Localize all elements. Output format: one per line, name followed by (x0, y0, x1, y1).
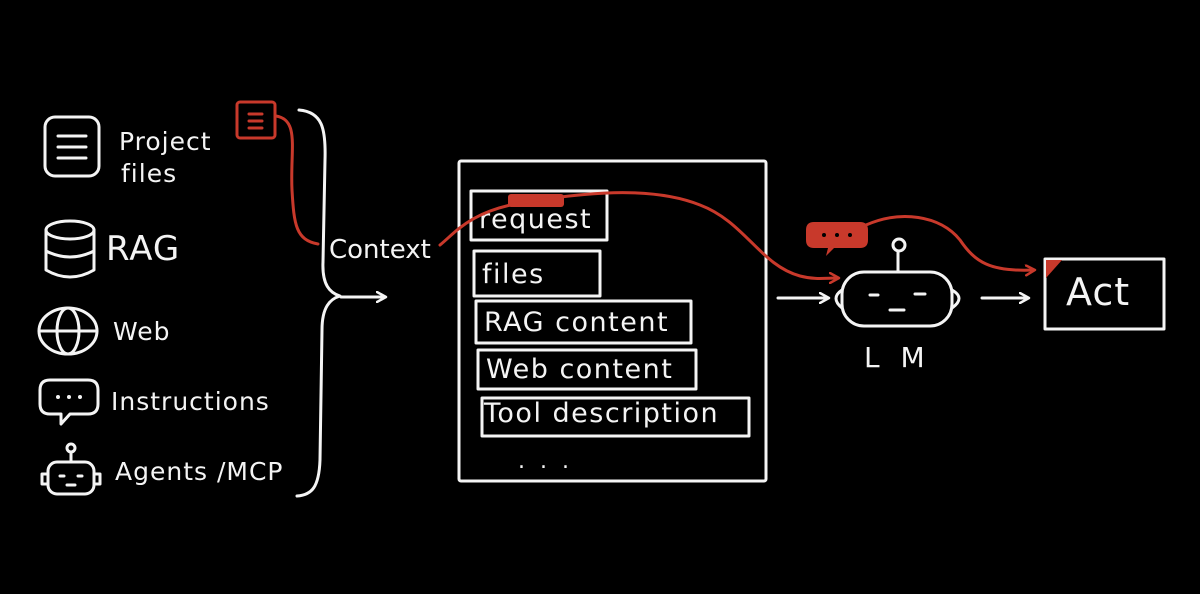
slot-files: files (482, 259, 545, 290)
globe-icon (37, 306, 99, 356)
robot-lm-icon (834, 237, 961, 328)
source-agents-mcp: Agents /MCP (115, 457, 284, 486)
source-project-files-line1: Project (119, 127, 212, 156)
slot-ellipsis: . . . (518, 449, 573, 474)
act-box (1043, 257, 1166, 331)
red-document-icon (235, 100, 277, 140)
speech-bubble-icon (38, 378, 100, 426)
source-web: Web (113, 317, 171, 346)
lm-label: L M (864, 341, 931, 374)
slot-tool-box (480, 396, 751, 438)
robot-small-icon (40, 442, 102, 496)
red-document-link (274, 114, 320, 246)
act-corner-mark (1046, 260, 1062, 278)
sources-brace (295, 108, 342, 498)
slot-request-box (469, 189, 609, 242)
document-icon (43, 115, 101, 178)
red-speech-bubble-icon (806, 222, 868, 256)
database-icon (44, 219, 96, 279)
red-flow-to-act (864, 215, 1034, 271)
red-flow-to-lm (438, 191, 838, 279)
source-instructions: Instructions (111, 387, 270, 416)
slot-web-content: Web content (486, 354, 673, 385)
source-project-files-line2: files (121, 159, 177, 188)
source-rag: RAG (106, 229, 180, 269)
slot-rag-box (474, 299, 693, 345)
slot-tool-description: Tool description (483, 398, 719, 429)
slot-files-box (472, 249, 602, 298)
slot-web-box (476, 348, 698, 391)
act-label: Act (1066, 270, 1130, 314)
context-window (457, 159, 768, 483)
context-label: Context (329, 235, 431, 265)
slot-rag-content: RAG content (484, 307, 669, 338)
